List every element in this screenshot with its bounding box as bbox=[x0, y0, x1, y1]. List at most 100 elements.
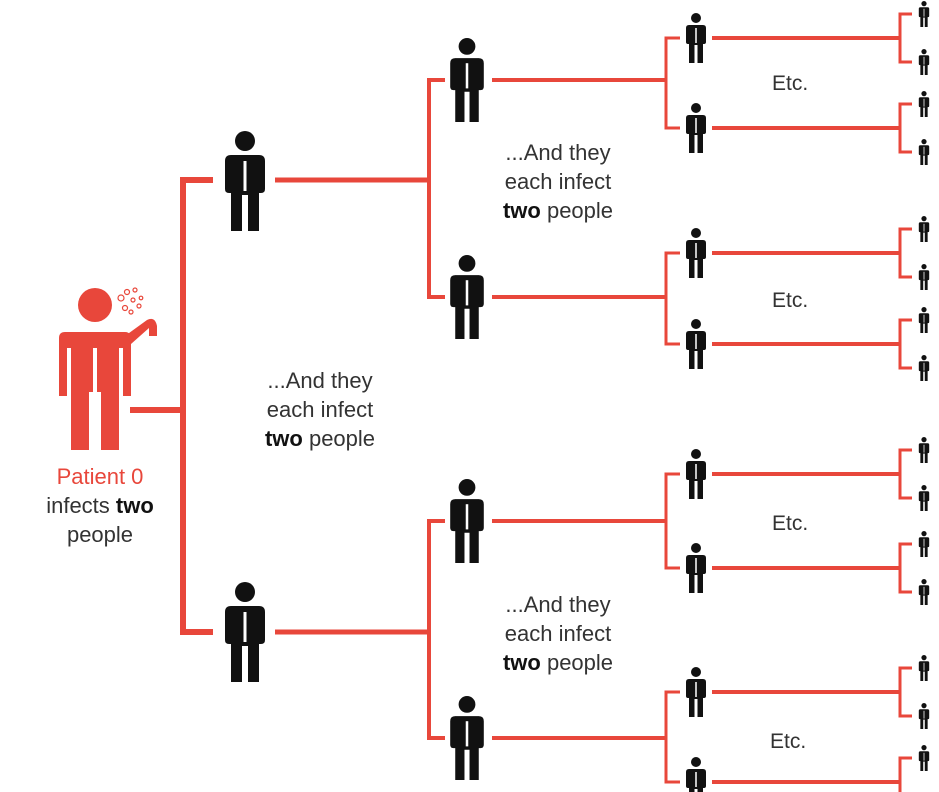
person-arm-gap-left bbox=[695, 334, 697, 349]
person-head bbox=[235, 582, 255, 602]
person-arm-gap-left bbox=[923, 271, 925, 280]
person-arm-gap-left bbox=[923, 662, 925, 671]
person-body bbox=[918, 585, 930, 605]
etc-label-4: Etc. bbox=[770, 730, 807, 753]
person-gen4-7 bbox=[918, 307, 930, 333]
person-arm-gap-left bbox=[695, 772, 697, 787]
person-gen4-12 bbox=[918, 579, 930, 605]
person-arm-gap-left bbox=[695, 464, 697, 479]
branch-bracket bbox=[898, 756, 912, 792]
sneeze-droplet bbox=[132, 287, 138, 293]
person-head bbox=[921, 579, 927, 585]
patient-raised-arm bbox=[125, 318, 157, 344]
person-body bbox=[918, 751, 930, 771]
branch-bracket bbox=[898, 448, 912, 500]
person-arm-gap-left bbox=[923, 56, 925, 65]
person-head bbox=[691, 228, 701, 238]
person-body bbox=[450, 58, 484, 122]
patient-zero-label: Patient 0 bbox=[56, 464, 144, 489]
person-head bbox=[921, 745, 927, 751]
person-gen4-6 bbox=[918, 264, 930, 290]
etc-label-3: Etc. bbox=[772, 512, 809, 535]
patient-zero-caption: Patient 0 infects two people bbox=[20, 462, 180, 549]
person-head bbox=[921, 437, 927, 443]
sneeze-droplet bbox=[121, 304, 129, 312]
branch-bracket bbox=[898, 666, 912, 718]
patient-body-gap bbox=[93, 348, 97, 394]
person-head bbox=[921, 139, 927, 145]
person-head bbox=[458, 479, 476, 496]
person-gen3-8 bbox=[686, 757, 706, 792]
person-arm-gap-left bbox=[695, 118, 697, 133]
sneeze-droplet bbox=[123, 288, 131, 296]
person-arm-gap-left bbox=[923, 98, 925, 107]
person-head bbox=[921, 307, 927, 313]
patient-zero-figure bbox=[59, 287, 157, 450]
person-gen4-1 bbox=[918, 1, 930, 27]
person-gen2-4 bbox=[450, 696, 484, 780]
person-arm-gap-left bbox=[695, 682, 697, 697]
person-head bbox=[921, 264, 927, 270]
person-arm-gap-left bbox=[923, 586, 925, 595]
person-gen3-5 bbox=[686, 449, 706, 499]
branch-bracket bbox=[664, 251, 680, 346]
person-body bbox=[686, 679, 706, 717]
person-gen2-1 bbox=[450, 38, 484, 122]
branch-bracket bbox=[664, 36, 680, 130]
person-body bbox=[918, 537, 930, 557]
person-arm-gap-left bbox=[923, 8, 925, 17]
person-gen4-15 bbox=[918, 745, 930, 771]
branch-bracket bbox=[898, 12, 912, 64]
person-gen3-4 bbox=[686, 319, 706, 369]
person-gen3-6 bbox=[686, 543, 706, 593]
person-body bbox=[918, 443, 930, 463]
person-gen2-2 bbox=[450, 255, 484, 339]
sneeze-droplet bbox=[138, 295, 144, 301]
person-body bbox=[686, 240, 706, 278]
branch-bracket bbox=[180, 177, 213, 635]
person-gen3-7 bbox=[686, 667, 706, 717]
branch-bracket bbox=[898, 227, 912, 279]
person-body bbox=[918, 661, 930, 681]
person-arm-gap-left bbox=[695, 28, 697, 43]
person-arm-gap-left bbox=[923, 538, 925, 547]
person-gen4-13 bbox=[918, 655, 930, 681]
person-body bbox=[918, 270, 930, 290]
person-gen1-top bbox=[225, 131, 265, 231]
person-arm-gap-left bbox=[923, 146, 925, 155]
generation-2-top-caption: ...And they each infect two people bbox=[502, 140, 614, 223]
person-body bbox=[918, 709, 930, 729]
person-head bbox=[458, 696, 476, 713]
person-arm-gap-left bbox=[923, 710, 925, 719]
branch-bracket bbox=[664, 472, 680, 570]
person-head bbox=[458, 38, 476, 55]
person-head bbox=[691, 757, 701, 767]
branch-bracket bbox=[898, 318, 912, 370]
person-body bbox=[918, 7, 930, 27]
person-head bbox=[691, 667, 701, 677]
person-gen4-4 bbox=[918, 139, 930, 165]
person-head bbox=[921, 655, 927, 661]
person-head bbox=[235, 131, 255, 151]
patient-zero-infects-line: infects two bbox=[46, 493, 154, 518]
person-gen3-3 bbox=[686, 228, 706, 278]
person-head bbox=[691, 13, 701, 23]
person-head bbox=[691, 543, 701, 553]
person-arm-gap-left bbox=[465, 721, 469, 747]
branch-bracket bbox=[427, 78, 445, 299]
person-body bbox=[686, 25, 706, 63]
person-arm-gap-left bbox=[465, 504, 469, 530]
person-head bbox=[921, 49, 927, 55]
branch-bracket bbox=[664, 690, 680, 784]
etc-label-1: Etc. bbox=[772, 72, 809, 95]
person-gen2-3 bbox=[450, 479, 484, 563]
person-gen4-3 bbox=[918, 91, 930, 117]
person-body bbox=[686, 461, 706, 499]
person-body bbox=[686, 555, 706, 593]
person-arm-gap-left bbox=[243, 612, 247, 642]
branch-bracket bbox=[898, 102, 912, 154]
etc-label-2: Etc. bbox=[772, 289, 809, 312]
person-gen4-9 bbox=[918, 437, 930, 463]
person-head bbox=[691, 319, 701, 329]
